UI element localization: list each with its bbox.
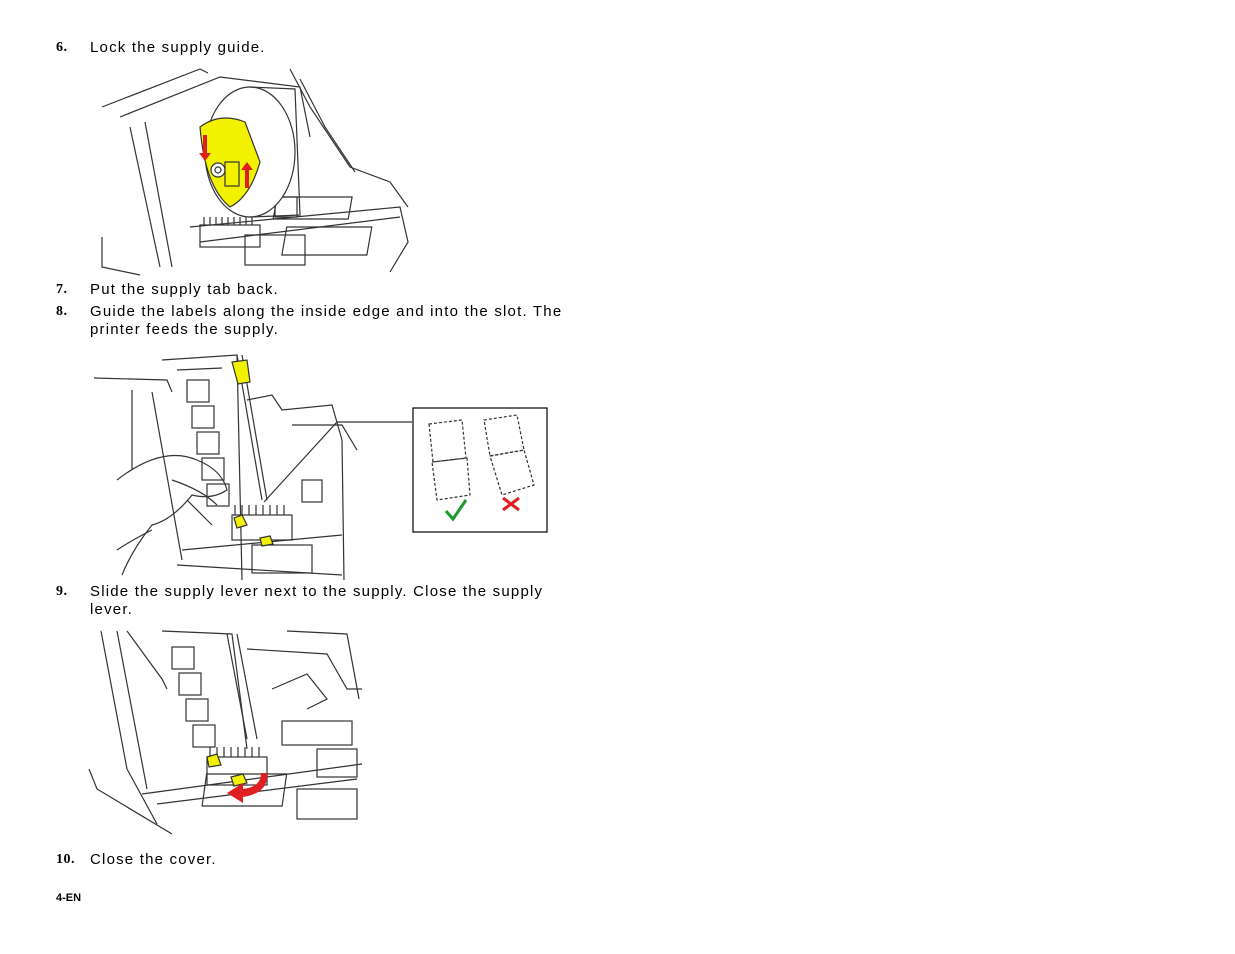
step-text: lever. [90,601,134,618]
check-icon [444,499,468,522]
arrow-up-icon [241,162,253,188]
step-text: Guide the labels along the inside edge a… [90,303,563,320]
step-number: 9. [56,584,68,599]
step-number: 6. [56,40,68,55]
page-label: 4-EN [56,892,82,904]
curved-arrow-icon [227,773,268,803]
step-text: Close the cover. [90,851,217,868]
step-text: Put the supply tab back. [90,281,279,298]
step-text: Slide the supply lever next to the suppl… [90,583,544,600]
step-text: Lock the supply guide. [90,39,266,56]
step-text: printer feeds the supply. [90,321,279,338]
arrow-down-icon [199,135,211,161]
label-feeding-illustration [92,350,552,580]
supply-guide-illustration [100,67,410,277]
step-number: 7. [56,282,68,297]
x-icon [502,496,520,512]
supply-lever-illustration [87,629,362,841]
step-number: 8. [56,304,68,319]
step-number: 10. [56,852,75,867]
